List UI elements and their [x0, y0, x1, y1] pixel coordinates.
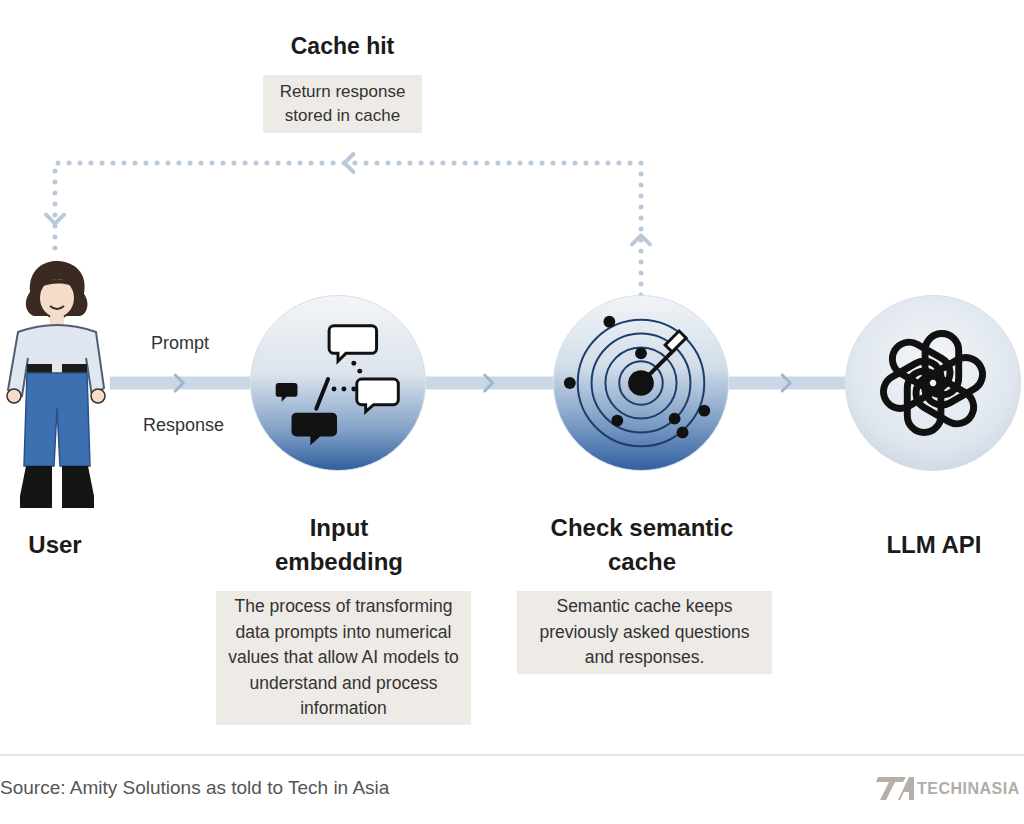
source-note: Source: Amity Solutions as told to Tech …	[0, 776, 389, 800]
loop-note: Return response stored in cache	[263, 75, 422, 133]
note-box: Cache hitReturn response stored in cache	[263, 75, 422, 133]
step-heading: Input embedding	[264, 511, 414, 579]
connector	[110, 375, 250, 391]
arrow-head	[485, 375, 493, 391]
arrow-head	[782, 375, 790, 391]
person-illustration	[7, 261, 105, 508]
step-description: Semantic cache keeps previously asked qu…	[517, 591, 772, 674]
edge-label: Prompt	[140, 331, 220, 355]
connector	[426, 375, 553, 391]
llm-art	[846, 296, 1020, 470]
user-art	[0, 258, 110, 512]
llm-logo-icon	[877, 334, 988, 433]
logo-glyph	[876, 777, 914, 800]
step-heading: LLM API	[834, 528, 1024, 562]
actor-node: User	[0, 258, 110, 512]
connector	[729, 375, 845, 391]
arrow-head	[175, 375, 183, 391]
connector	[46, 154, 650, 295]
arrow-head	[632, 235, 650, 244]
arrow-head	[46, 215, 64, 224]
embed-art	[251, 296, 425, 470]
actor-label: User	[0, 528, 110, 562]
process-circle: Check semantic cacheSemantic cache keeps…	[553, 295, 729, 471]
process-circle: Input embeddingThe process of transformi…	[250, 295, 426, 471]
cache-art	[554, 296, 728, 470]
step-description: The process of transforming data prompts…	[216, 591, 471, 725]
radar-icon	[564, 316, 710, 446]
loop-line	[55, 163, 641, 295]
edge-label: Response	[143, 413, 224, 437]
loop-heading: Cache hit	[223, 31, 462, 61]
watermark-logo: TECHINASIA	[917, 777, 1020, 801]
speech-bubbles-icon	[276, 326, 399, 446]
divider-line	[0, 754, 1024, 756]
step-heading: Check semantic cache	[547, 511, 737, 579]
service-circle: LLM API	[845, 295, 1021, 471]
arrow-head	[344, 154, 353, 172]
